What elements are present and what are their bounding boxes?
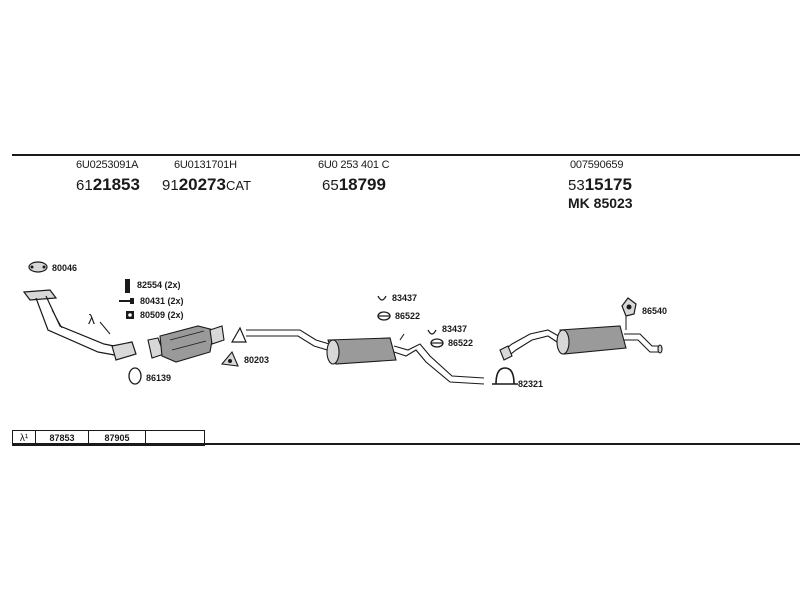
ring-86139-icon [128, 367, 142, 385]
bolt-82554-icon [125, 279, 130, 293]
header-number-2-suffix: CAT [225, 178, 252, 193]
catalytic-converter-icon [147, 325, 225, 363]
table-cell-1: 87853 [36, 431, 89, 445]
header-number-2-prefix: 91 [162, 177, 179, 194]
table-cell-3 [146, 431, 204, 445]
table-cell-2: 87905 [89, 431, 146, 445]
hanger-83437-b-icon [427, 329, 437, 335]
header-code-1: 6U0253091A [76, 159, 139, 171]
label-86139: 86139 [146, 373, 172, 383]
table-symbol-cell: λ¹ [13, 431, 36, 445]
rubber-mount-86540-icon [621, 297, 637, 330]
center-muffler-assembly-icon [246, 329, 485, 385]
sensor-table: λ¹ 87853 87905 [12, 430, 205, 446]
label-86540: 86540 [642, 306, 668, 316]
top-rule [12, 154, 800, 156]
header-number-2-main: 20273 [178, 175, 226, 194]
bottom-rule [12, 443, 800, 445]
label-82554: 82554 (2x) [137, 280, 181, 290]
mk-label: MK 85023 [568, 195, 633, 211]
header-number-1-main: 21853 [92, 175, 140, 194]
label-82321: 82321 [518, 379, 544, 389]
header-number-1: 6121853 [76, 176, 140, 193]
header-code-3: 6U0 253 401 C [318, 159, 390, 171]
clamp-82321-icon [492, 367, 518, 385]
header-number-3: 6518799 [322, 176, 386, 193]
hanger-83437-icon [377, 295, 387, 301]
clamp-86522-b-icon [430, 338, 444, 348]
label-83437-a: 83437 [392, 293, 418, 303]
label-80046: 80046 [52, 263, 78, 273]
label-lambda: λ [88, 311, 95, 327]
clamp-86522-icon [377, 311, 391, 321]
label-83437-b: 83437 [442, 324, 468, 334]
header-number-4-main: 15175 [584, 175, 632, 194]
rear-muffler-icon [499, 325, 663, 361]
header-number-3-main: 18799 [338, 175, 386, 194]
label-80431: 80431 (2x) [140, 296, 184, 306]
label-80203: 80203 [244, 355, 270, 365]
header-number-2: 9120273CAT [162, 176, 251, 193]
gasket-80203-icon [220, 350, 239, 367]
header-code-2: 6U0131701H [174, 159, 237, 171]
header-number-4: 5315175 [568, 176, 632, 193]
gasket-80046-icon [28, 261, 48, 273]
nut-80509-icon [126, 311, 134, 319]
lambda-leader-line [99, 321, 111, 335]
label-80509: 80509 (2x) [140, 310, 184, 320]
header-number-1-prefix: 61 [76, 177, 93, 194]
header-number-4-prefix: 53 [568, 177, 585, 194]
header-number-3-prefix: 65 [322, 177, 339, 194]
label-86522-b: 86522 [448, 338, 474, 348]
bolt-80431-icon [119, 298, 134, 304]
header-code-4: 007590659 [570, 159, 624, 171]
label-86522-a: 86522 [395, 311, 421, 321]
front-pipe-icon [22, 289, 137, 361]
gasket-front-icon [230, 326, 247, 343]
